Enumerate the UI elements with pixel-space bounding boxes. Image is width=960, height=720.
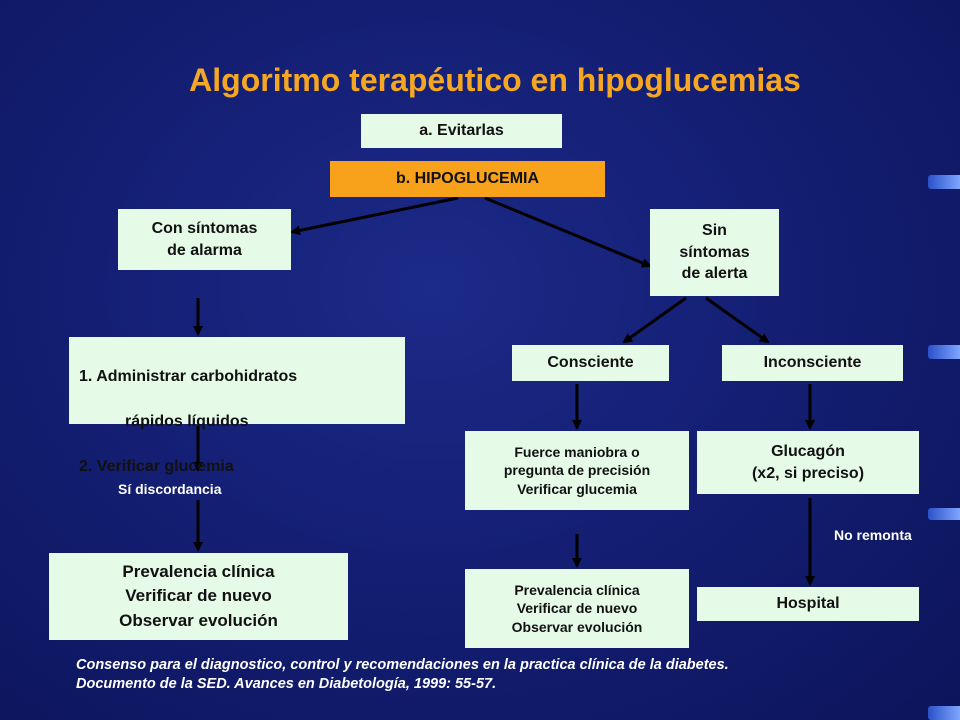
- con-sintomas-box: Con síntomas de alarma: [118, 209, 291, 270]
- decorative-stripe-2: [928, 345, 960, 359]
- hipoglucemia-box: b. HIPOGLUCEMIA: [330, 161, 605, 197]
- administrar-box: 1. Administrar carbohidratos rápidos líq…: [69, 337, 405, 475]
- arrow-sin-to-inconsciente: [705, 296, 770, 344]
- arrow-hipo-to-con: [290, 196, 459, 236]
- hospital-box: Hospital: [697, 587, 919, 621]
- inconsciente-box: Inconsciente: [722, 345, 903, 381]
- reference-line-1: Consenso para el diagnostico, control y …: [76, 657, 729, 673]
- arrow-sin-to-consciente: [622, 296, 687, 344]
- arrow-hipo-to-sin: [484, 196, 652, 268]
- administrar-line-2: rápidos líquidos: [125, 413, 249, 431]
- reference-note: Consenso para el diagnostico, control y …: [76, 656, 729, 694]
- fuerce-maniobra-box: Fuerce maniobra o pregunta de precisión …: [465, 431, 689, 510]
- decorative-stripe-1: [928, 175, 960, 189]
- glucagon-box: Glucagón (x2, si preciso): [697, 431, 919, 494]
- administrar-line-1: 1. Administrar carbohidratos: [79, 368, 298, 386]
- decorative-stripe-4: [928, 706, 960, 720]
- consciente-box: Consciente: [512, 345, 669, 381]
- decorative-stripe-3: [928, 508, 960, 520]
- no-remonta-label: No remonta: [834, 527, 912, 543]
- page-title: Algoritmo terapéutico en hipoglucemias: [189, 62, 801, 98]
- administrar-line-3: 2. Verificar glucemia: [79, 457, 234, 475]
- evitarlas-box: a. Evitarlas: [361, 114, 562, 148]
- si-discordancia-label: Sí discordancia: [118, 481, 222, 497]
- reference-line-2: Documento de la SED. Avances en Diabetol…: [76, 675, 497, 692]
- prevalencia-right-box: Prevalencia clínica Verificar de nuevo O…: [465, 569, 689, 648]
- prevalencia-left-box: Prevalencia clínica Verificar de nuevo O…: [49, 553, 348, 640]
- sin-sintomas-box: Sin síntomas de alerta: [650, 209, 779, 296]
